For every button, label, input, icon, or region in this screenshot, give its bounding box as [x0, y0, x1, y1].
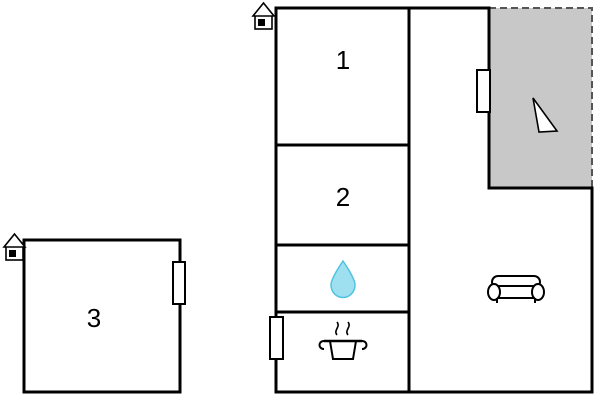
- entrance-door-icon-annex: [2, 232, 27, 261]
- annex-outline: [22, 238, 182, 394]
- terrace-area: [488, 7, 593, 189]
- sofa-icon: [487, 275, 545, 303]
- cooking-pot-icon: [318, 321, 368, 360]
- room-label-1: 1: [336, 45, 350, 75]
- window-marker-left-lower: [269, 316, 284, 360]
- main-building: [269, 6, 594, 394]
- window-marker-annex: [172, 261, 186, 305]
- room-label-2: 2: [336, 182, 350, 212]
- room-label-3: 3: [87, 303, 101, 333]
- stairs-arrow-icon: [532, 97, 559, 133]
- annex-building: [22, 238, 186, 394]
- entrance-door-icon-main: [251, 1, 276, 30]
- window-marker-right-upper: [476, 69, 491, 113]
- water-drop-icon: [330, 259, 356, 299]
